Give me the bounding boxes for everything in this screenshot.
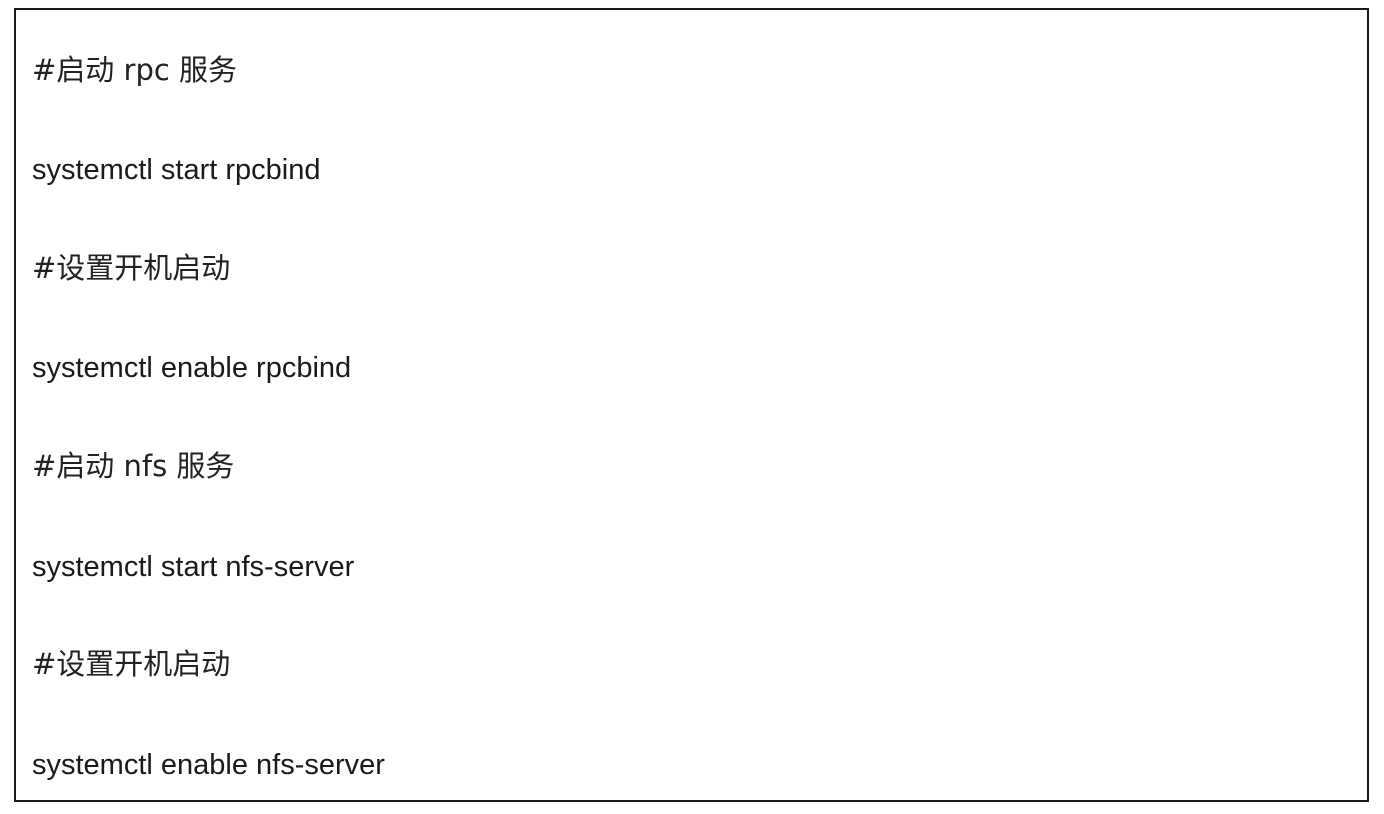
comment-enable-boot-nfs: #设置开机启动 bbox=[32, 647, 231, 681]
comment-start-rpc: #启动 rpc 服务 bbox=[32, 53, 238, 87]
command-enable-rpcbind: systemctl enable rpcbind bbox=[32, 352, 352, 384]
comment-enable-boot-rpc: #设置开机启动 bbox=[32, 251, 231, 285]
code-box: #启动 rpc 服务 systemctl start rpcbind #设置开机… bbox=[14, 8, 1369, 802]
command-start-rpcbind: systemctl start rpcbind bbox=[32, 154, 321, 186]
comment-start-nfs: #启动 nfs 服务 bbox=[32, 449, 235, 483]
command-start-nfs-server: systemctl start nfs-server bbox=[32, 551, 355, 583]
command-enable-nfs-server: systemctl enable nfs-server bbox=[32, 749, 385, 781]
